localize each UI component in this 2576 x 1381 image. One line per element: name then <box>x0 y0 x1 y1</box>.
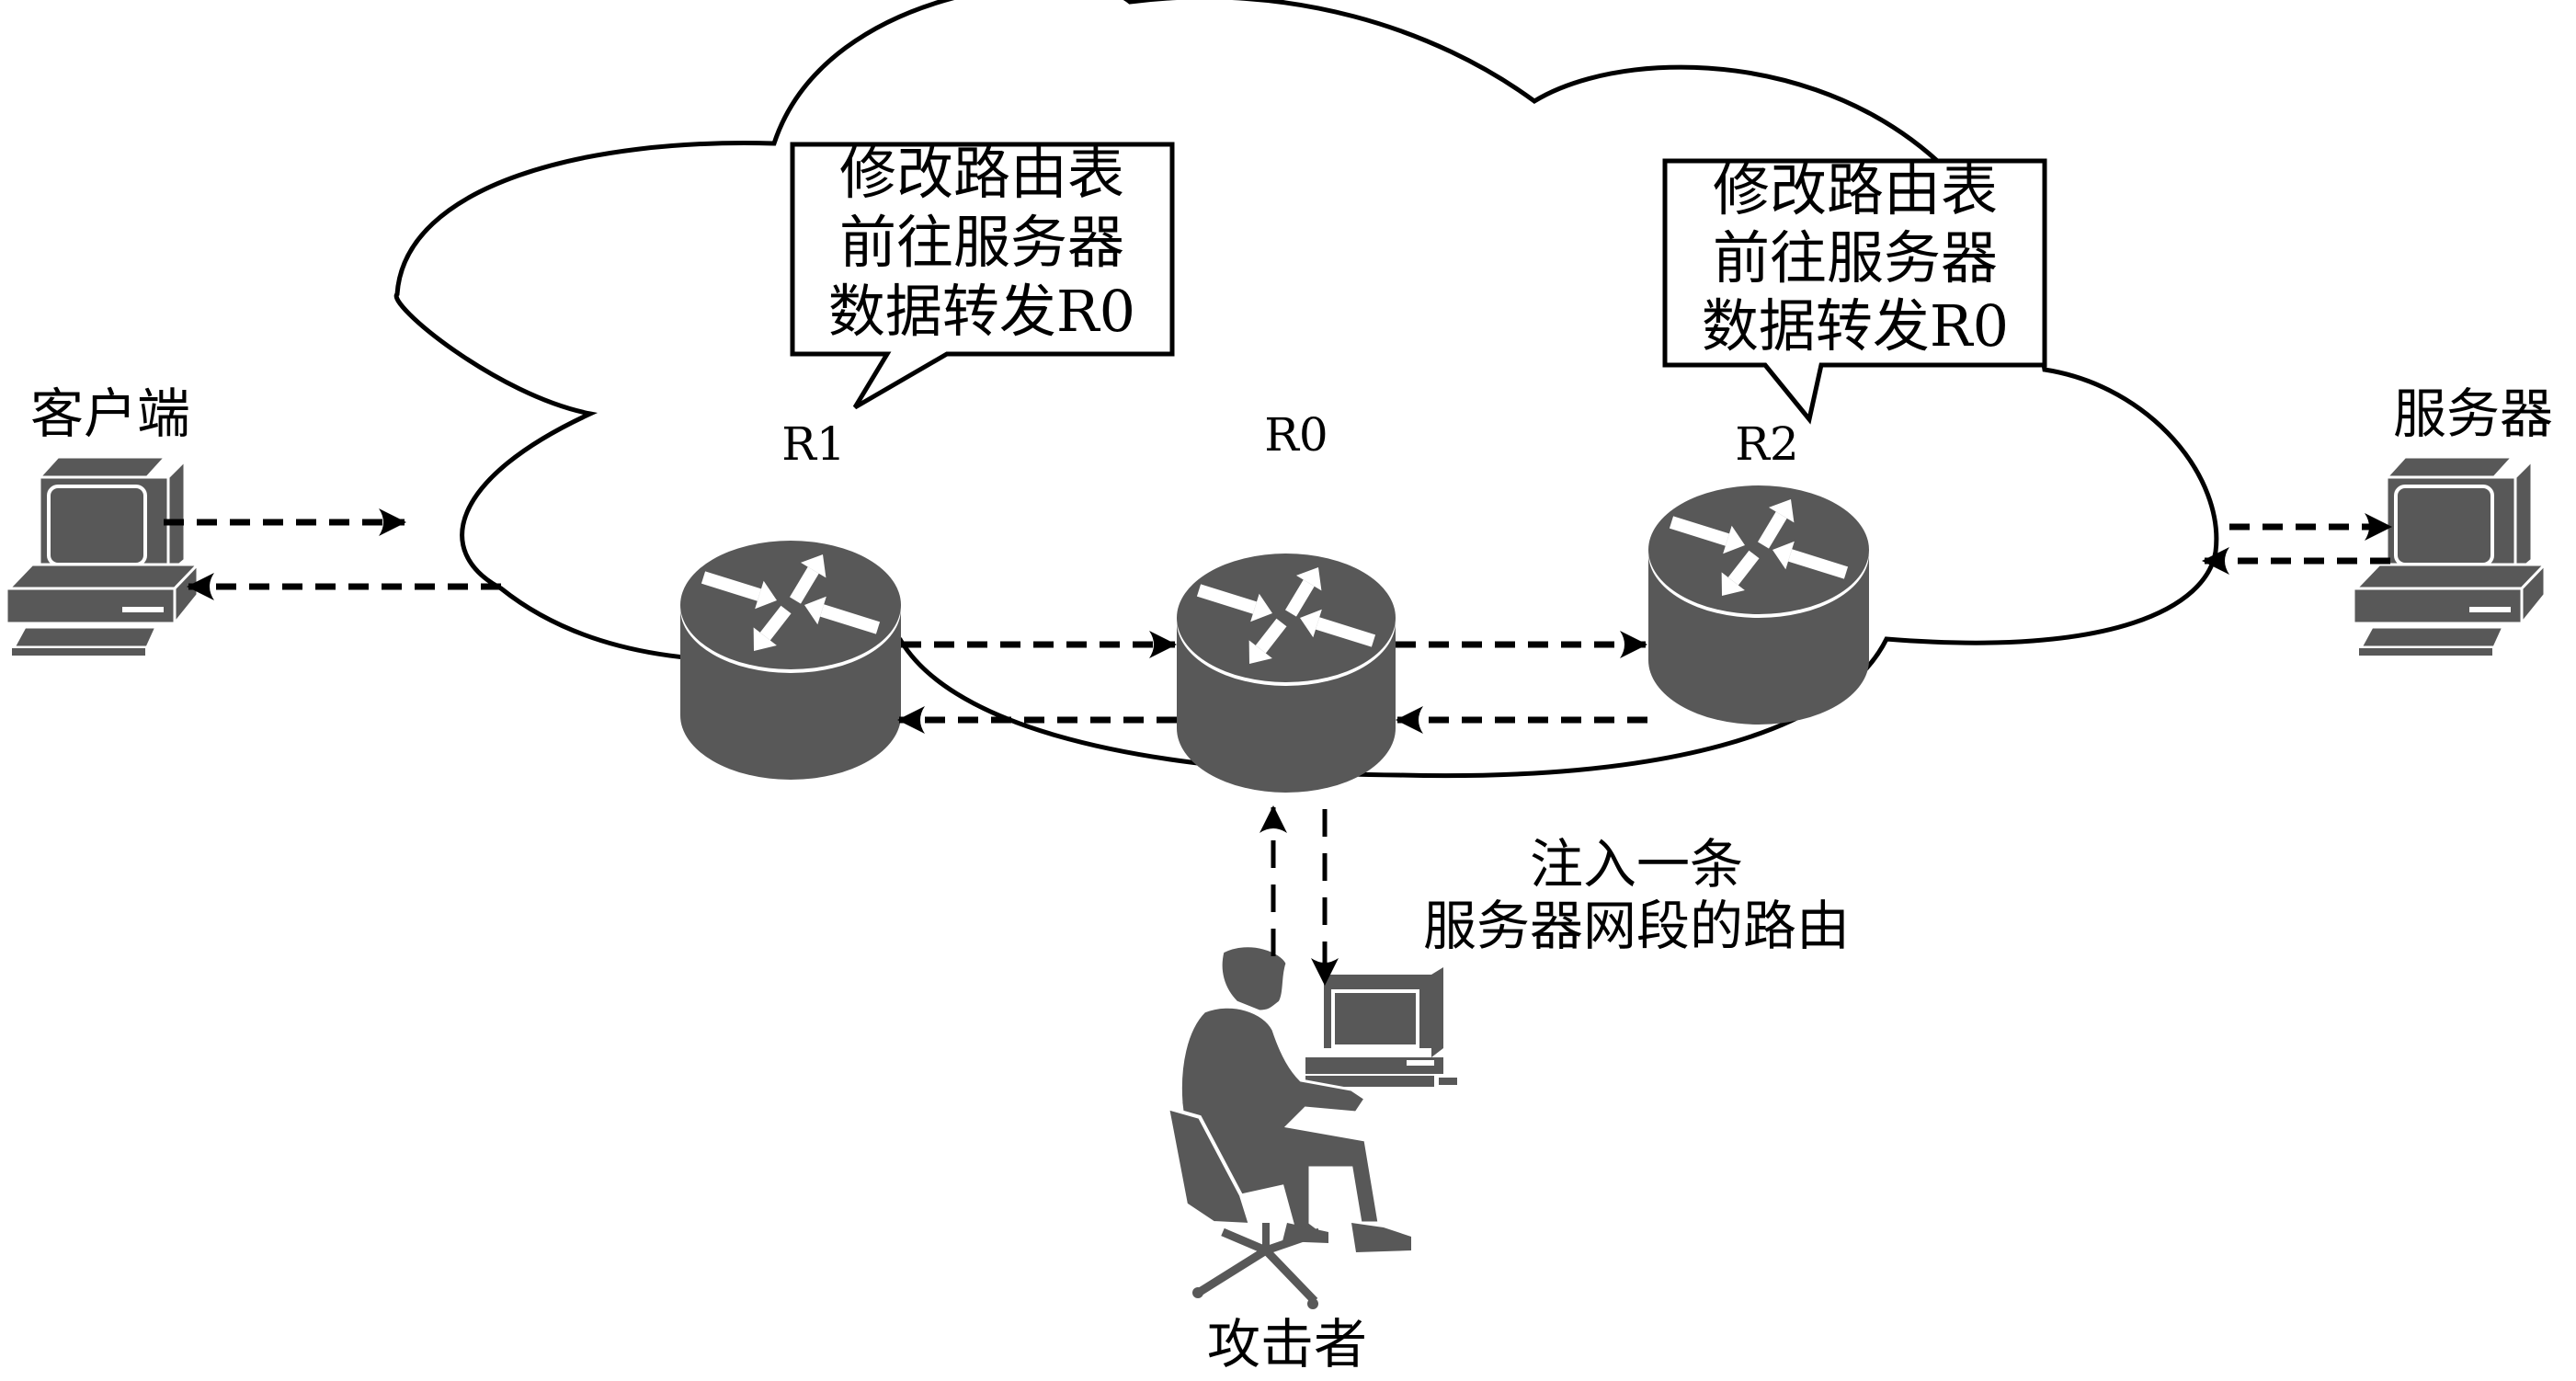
annotation-line-1: 注入一条 <box>1530 833 1743 896</box>
router-r1-label: R1 <box>781 417 845 471</box>
callout-r1-line-2: 前往服务器 <box>839 209 1124 276</box>
callout-r1: 修改路由表 前往服务器 数据转发R0 <box>790 140 1175 410</box>
callout-r2-line-2: 前往服务器 <box>1713 224 1998 291</box>
router-r0-icon <box>1177 554 1396 793</box>
callout-r2: 修改路由表 前往服务器 数据转发R0 <box>1662 156 2047 425</box>
callout-r2-line-3: 数据转发R0 <box>1702 292 2009 360</box>
callout-r1-line-1: 修改路由表 <box>839 140 1124 207</box>
callout-r2-line-1: 修改路由表 <box>1713 156 1998 223</box>
router-r2-icon <box>1648 485 1869 725</box>
router-r2-label: R2 <box>1735 417 1798 471</box>
router-r0-label: R0 <box>1264 408 1328 462</box>
client-computer-icon <box>5 455 201 656</box>
callout-r1-line-3: 数据转发R0 <box>828 278 1135 345</box>
attacker-label: 攻击者 <box>1207 1313 1367 1375</box>
server-computer-icon <box>2352 455 2548 656</box>
server-label: 服务器 <box>2393 382 2553 445</box>
client-label: 客户端 <box>30 382 190 445</box>
attacker-icon <box>1165 944 1457 1309</box>
annotation-line-2: 服务器网段的路由 <box>1423 895 1850 957</box>
router-r1-icon <box>680 541 901 780</box>
